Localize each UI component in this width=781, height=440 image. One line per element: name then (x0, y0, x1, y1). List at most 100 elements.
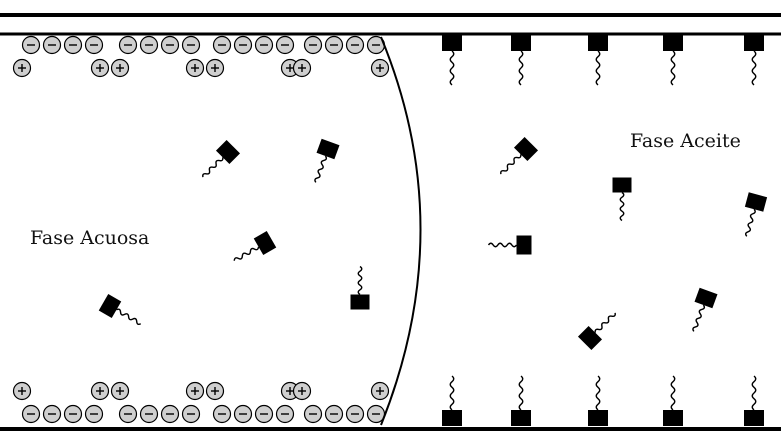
surfactant-tail (671, 376, 675, 410)
surfactant-tail (519, 376, 523, 410)
surfactant-head (517, 236, 532, 255)
surfactant-tail (358, 267, 362, 295)
surfactant-head (511, 410, 531, 426)
positive-charge (14, 383, 31, 400)
negative-charge (305, 406, 322, 423)
negative-charge (277, 37, 294, 54)
positive-charge (92, 60, 109, 77)
surfactant-head (442, 35, 462, 51)
positive-charge (294, 383, 311, 400)
surfactant-tail (450, 51, 454, 85)
surfactant-head (511, 35, 531, 51)
wall-surfactant-top (511, 35, 531, 85)
positive-charge (187, 383, 204, 400)
surfactant-head (99, 294, 121, 318)
wall-surfactant-top (442, 35, 462, 85)
negative-charge (183, 37, 200, 54)
surfactant-tail (692, 304, 705, 332)
negative-charge (277, 406, 294, 423)
negative-charge (256, 406, 273, 423)
surfactant-tail (519, 51, 523, 85)
positive-charge (112, 60, 129, 77)
surfactant-tail (620, 193, 624, 221)
wall-surfactant-top (588, 35, 608, 85)
surfactant-head (588, 35, 608, 51)
capillary-walls (0, 15, 781, 429)
surfactant-tail (500, 153, 522, 175)
wall-surfactant-bottom (442, 376, 462, 426)
free-surfactant (494, 137, 538, 181)
negative-charge (256, 37, 273, 54)
negative-charge (162, 37, 179, 54)
positive-charge (372, 60, 389, 77)
free-surfactant (613, 178, 632, 221)
wall-surfactant-bottom (511, 376, 531, 426)
negative-charge (183, 406, 200, 423)
wall-surfactant-layer (442, 35, 764, 426)
negative-charge (141, 406, 158, 423)
free-surfactant (307, 139, 340, 186)
surfactant-tail (752, 376, 756, 410)
negative-charge (44, 406, 61, 423)
positive-charge (14, 60, 31, 77)
negative-charge (23, 37, 40, 54)
free-surfactant (196, 140, 240, 184)
negative-charge (214, 406, 231, 423)
negative-charge (235, 37, 252, 54)
free-surfactant (578, 306, 622, 350)
surfactant-head (588, 410, 608, 426)
surfactant-tail (745, 209, 756, 237)
negative-charge (23, 406, 40, 423)
negative-charge (65, 37, 82, 54)
negative-charge (120, 406, 137, 423)
free-surfactant (351, 267, 370, 310)
negative-charge (347, 37, 364, 54)
wall-surfactant-bottom (588, 376, 608, 426)
surfactant-head (695, 288, 718, 309)
free-surfactant (230, 231, 277, 269)
positive-charge (112, 383, 129, 400)
interface-meniscus (381, 37, 421, 425)
surfactant-tail (116, 308, 142, 325)
wall-surfactant-top (663, 35, 683, 85)
positive-charge (294, 60, 311, 77)
surfactant-tail (596, 376, 600, 410)
negative-charge (347, 406, 364, 423)
surfactant-head (744, 35, 764, 51)
negative-charge (162, 406, 179, 423)
negative-charge (120, 37, 137, 54)
oil-phase-label: Fase Aceite (630, 130, 741, 152)
negative-charge (326, 406, 343, 423)
surfactant-head (254, 231, 276, 255)
surfactant-tail (314, 155, 327, 183)
surfactant-head (351, 295, 370, 310)
negative-charge (141, 37, 158, 54)
surfactant-head (613, 178, 632, 193)
negative-charge (86, 37, 103, 54)
surfactant-tail (594, 312, 616, 334)
surfactant-tail (202, 156, 224, 178)
free-surfactant (738, 192, 767, 238)
negative-charge (305, 37, 322, 54)
free-surfactant (489, 236, 532, 255)
negative-charge (326, 37, 343, 54)
negative-charge (44, 37, 61, 54)
negative-charge (65, 406, 82, 423)
surfactant-head (663, 35, 683, 51)
wall-surfactant-bottom (663, 376, 683, 426)
surfactant-tail (233, 245, 259, 262)
surfactant-head (745, 192, 767, 211)
negative-charge (214, 37, 231, 54)
negative-charge (235, 406, 252, 423)
positive-charge (187, 60, 204, 77)
positive-charge (207, 60, 224, 77)
surfactant-tail (752, 51, 756, 85)
surfactant-tail (489, 243, 517, 247)
negative-charge (86, 406, 103, 423)
surfactant-head (663, 410, 683, 426)
wall-surfactant-bottom (744, 376, 764, 426)
surfactant-head (744, 410, 764, 426)
free-surfactant (99, 294, 146, 332)
